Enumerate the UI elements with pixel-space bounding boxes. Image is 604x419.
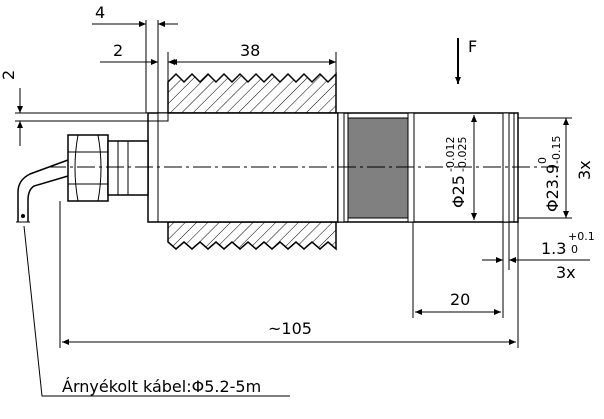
cable-leader bbox=[23, 225, 290, 397]
phi239-count: 3x bbox=[575, 160, 594, 180]
phi239-tol-low: -0.15 bbox=[550, 136, 563, 164]
phi25-label: Φ25 bbox=[449, 175, 468, 208]
dim-1-3-tol-up: +0.1 bbox=[568, 230, 595, 243]
phi239-tol-up: 0 bbox=[536, 157, 549, 164]
phi25-tol-low: -0.025 bbox=[456, 137, 469, 172]
dim-4: 4 bbox=[95, 3, 105, 22]
dim-20: 20 bbox=[450, 290, 470, 309]
flange-notch bbox=[157, 112, 169, 122]
housing-top-section bbox=[167, 72, 337, 114]
housing-bottom-section bbox=[167, 221, 337, 251]
phi239-label: Φ23.9 bbox=[543, 164, 562, 212]
dim-1-3-count: 3x bbox=[556, 263, 576, 282]
force-label: F bbox=[468, 37, 477, 56]
dim-105: ~105 bbox=[268, 319, 312, 338]
dim-2-top: 2 bbox=[113, 41, 123, 60]
gland-nut bbox=[67, 134, 109, 202]
dim-2-side: 2 bbox=[0, 70, 18, 80]
seal-fill bbox=[347, 117, 409, 219]
dim-38: 38 bbox=[240, 41, 260, 60]
cable-note: Árnyékolt kábel:Φ5.2-5m bbox=[62, 377, 261, 396]
phi25-tol-up: -0.012 bbox=[444, 137, 457, 172]
dim-1-3: 1.3 bbox=[541, 239, 566, 258]
dim-1-3-tol-low: 0 bbox=[571, 243, 578, 256]
cable bbox=[17, 159, 69, 222]
